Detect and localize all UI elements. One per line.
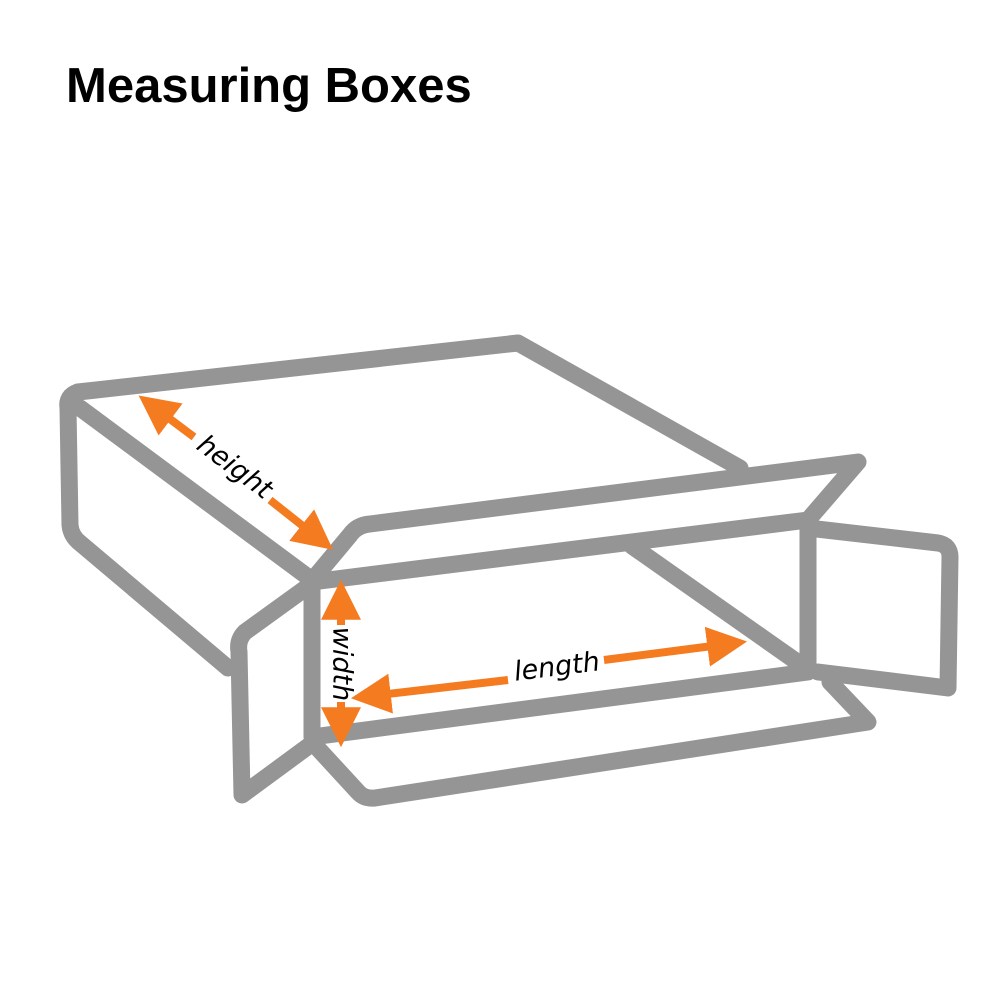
width-label: width: [327, 627, 358, 701]
height-arrow-upper: [138, 395, 197, 441]
page-title: Measuring Boxes: [66, 59, 472, 113]
length-arrow-left: [350, 673, 509, 714]
box-opening-rim: [303, 511, 817, 746]
box-outline: [59, 334, 959, 807]
box-right-flap: [799, 519, 959, 697]
length-arrow-right: [603, 626, 748, 667]
dimension-arrows: [138, 395, 748, 748]
box-left-flap: [230, 576, 319, 804]
box-left-face: [59, 399, 237, 677]
box-bottom-flap: [303, 673, 877, 807]
box-top-face: [69, 334, 749, 477]
box-back-flap: [301, 453, 867, 592]
box-inner-diagonal: [623, 537, 809, 673]
height-arrow-lower: [267, 496, 334, 550]
box-top-front-edge: [71, 399, 321, 589]
length-label: length: [512, 646, 601, 687]
